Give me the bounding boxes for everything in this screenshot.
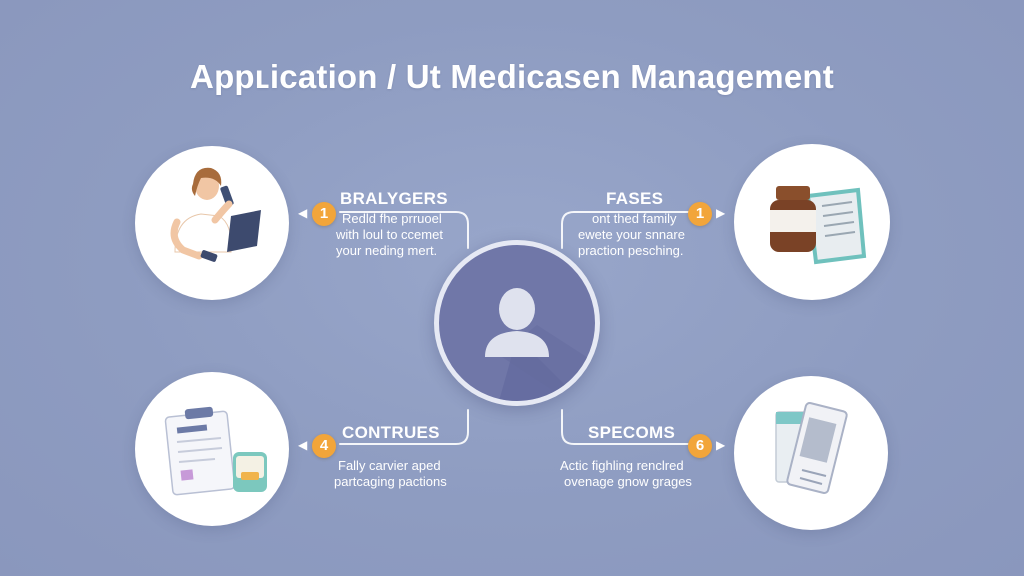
text-top-left-line-1: Redld fhe prruoel [342, 211, 442, 226]
heading-bottom-right: SPECOMS [588, 423, 676, 442]
connector-top-left [339, 211, 469, 249]
prescription-documents-icon [775, 402, 848, 494]
badge-top-right: 1 [688, 202, 712, 226]
text-top-right-line-3: praction pesching. [578, 243, 684, 258]
heading-top-left: BRALYGERS [340, 189, 448, 208]
node-top-left-circle [135, 146, 289, 300]
user-silhouette-icon [485, 288, 595, 401]
arrow-left-icon: ◀ [298, 438, 308, 452]
text-bottom-right-line-1: Actic fighling renclred [560, 458, 684, 473]
text-top-left-line-2: with loul to ccemet [336, 227, 443, 242]
text-bottom-right-line-2: ovenage gnow grages [564, 474, 692, 489]
arrow-left-icon: ◀ [298, 206, 308, 220]
clipboard-and-pill-box-icon [164, 406, 267, 496]
node-top-right-circle [734, 144, 890, 300]
medicine-bottle-and-book-icon [770, 186, 867, 265]
node-bottom-right-circle [734, 376, 888, 530]
badge-bottom-left: 4 [312, 434, 336, 458]
heading-top-right: FASES [606, 189, 664, 208]
text-top-right-line-1: ont thed family [592, 211, 677, 226]
node-bottom-left-circle [135, 372, 289, 526]
arrow-right-icon: ▶ [716, 206, 726, 220]
badge-bottom-right: 6 [688, 434, 712, 458]
connector-bottom-right [561, 409, 689, 445]
page-title: Appʟication / Ut Medicasen Management [190, 58, 834, 95]
connector-top-right [561, 211, 689, 249]
text-bottom-left-line-1: Fally carvier aped [338, 458, 441, 473]
arrow-right-icon: ▶ [716, 438, 726, 452]
heading-bottom-left: CONTRUES [342, 423, 440, 442]
text-bottom-left-line-2: partcaging pactions [334, 474, 447, 489]
text-top-left-line-3: your neding mert. [336, 243, 438, 258]
connector-bottom-left [339, 409, 469, 445]
text-top-right-line-2: ewete your snnare [578, 227, 685, 242]
person-with-phone-and-laptop-icon [170, 167, 261, 262]
center-node [434, 240, 600, 406]
badge-top-left: 1 [312, 202, 336, 226]
